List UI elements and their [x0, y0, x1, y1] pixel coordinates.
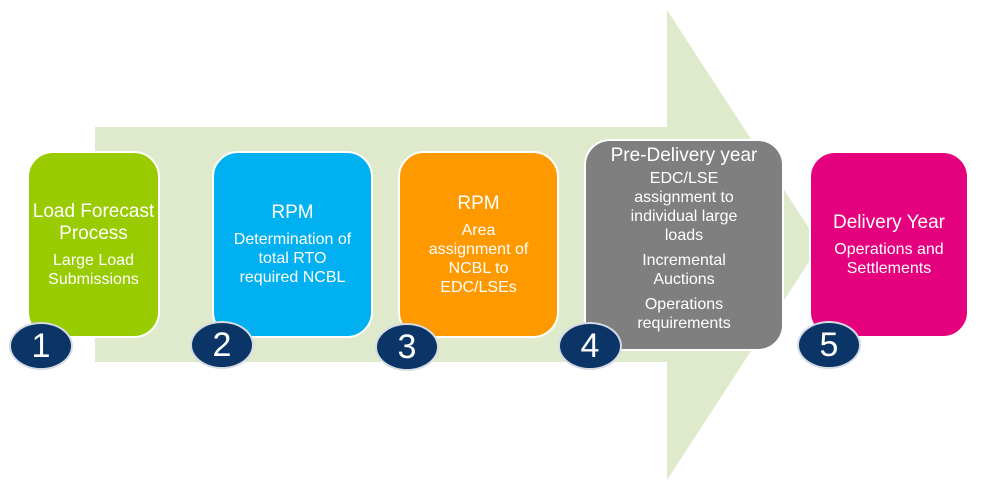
step-1-title: Load Forecast Process: [32, 200, 155, 244]
step-3-number-badge: 3: [375, 323, 439, 371]
step-4-detail-2: Incremental Auctions: [642, 252, 726, 288]
step-4-number-badge: 4: [558, 322, 622, 370]
step-5-title: Delivery Year: [833, 211, 945, 233]
step-3-detail: Area assignment of NCBL to EDC/LSEs: [428, 221, 529, 296]
step-3-box: RPM Area assignment of NCBL to EDC/LSEs: [398, 151, 559, 338]
step-4-detail-3: Operations requirements: [637, 296, 731, 332]
step-1-detail: Large Load Submissions: [48, 251, 139, 288]
step-2-box: RPM Determination of total RTO required …: [212, 151, 373, 338]
step-2-title: RPM: [271, 202, 314, 223]
step-3-title: RPM: [457, 192, 500, 214]
step-4-box: Pre-Delivery year EDC/LSE assignment to …: [584, 139, 784, 351]
step-2-detail: Determination of total RTO required NCBL: [233, 231, 352, 286]
step-5-box: Delivery Year Operations and Settlements: [809, 151, 969, 338]
step-4-title: Pre-Delivery year: [610, 145, 758, 166]
step-2-number-badge: 2: [190, 321, 254, 369]
step-5-detail: Operations and Settlements: [834, 240, 944, 277]
step-1-number-badge: 1: [9, 322, 73, 370]
step-5-number-badge: 5: [797, 321, 861, 369]
step-4-detail-1: EDC/LSE assignment to individual large l…: [630, 170, 738, 244]
step-1-box: Load Forecast Process Large Load Submiss…: [27, 151, 160, 338]
